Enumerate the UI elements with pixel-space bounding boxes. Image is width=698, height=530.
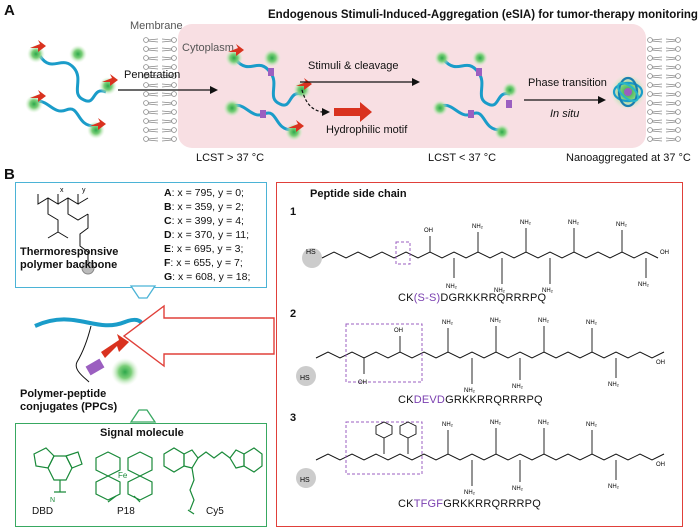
peptide-box [276, 182, 683, 527]
nh2-label: NH₂ [538, 420, 550, 426]
state2-label: LCST < 37 °C [428, 152, 497, 164]
polymer-backbone-structure: x y [37, 187, 95, 275]
nh2-label: NH₂ [520, 220, 532, 226]
nh2-label: NH₂ [538, 318, 550, 324]
peptide-1-structure: HS NH₂ NH₂ NH₂ NH₂ NH₂ NH₂ NH₂ NH₂ OH OH [302, 220, 669, 294]
peptide-2-structure: HS OH OH NH₂ NH₂ NH₂ NH₂ NH₂ NH₂ NH₂ OH [296, 318, 665, 394]
nh2-label: NH₂ [586, 422, 598, 428]
panel-letter-a: A [4, 2, 15, 19]
nanoaggregate [610, 74, 646, 110]
nh2-label: NH₂ [512, 384, 524, 390]
sh-atom-3: HS [300, 477, 310, 484]
arrow-phase-transition [524, 96, 606, 104]
composition-item: B: x = 359, y = 2; [164, 201, 244, 213]
nh2-label: NH₂ [442, 422, 454, 428]
hydrophilic-label: Hydrophilic motif [326, 124, 408, 136]
released-hydrophilic-motif [301, 89, 372, 122]
panel-a-title: Endogenous Stimuli-Induced-Aggregation (… [268, 9, 698, 21]
sh-atom-2: HS [300, 375, 310, 382]
oh-label: OH [358, 380, 367, 386]
nh2-label: NH₂ [464, 490, 476, 496]
backbone-box [15, 182, 267, 288]
nh2-label: NH₂ [542, 288, 554, 294]
step1-label: Penetration [124, 69, 181, 81]
nh2-label: NH₂ [608, 382, 620, 388]
nh2-label: NH₂ [442, 320, 454, 326]
step3-label: Phase transition [528, 77, 607, 89]
nh2-label: NH₂ [490, 420, 502, 426]
nh2-label: NH₂ [638, 282, 650, 288]
signal-title: Signal molecule [100, 427, 184, 439]
dbd-structure: N [33, 447, 83, 504]
composition-item: G: x = 608, y = 18; [164, 271, 251, 283]
peptide-1-sequence: CK(S-S)DGRKKRRQRRRPQ [398, 292, 547, 304]
oh-label: OH [660, 250, 669, 256]
sh-atom-1: HS [306, 249, 316, 256]
nh2-label: NH₂ [446, 284, 458, 290]
membrane-left [143, 37, 177, 142]
nh2-label: NH₂ [586, 320, 598, 326]
composition-item: E: x = 695, y = 3; [164, 243, 244, 255]
arrow-stimuli-cleavage [300, 78, 420, 86]
composition-item: A: x = 795, y = 0; [164, 187, 244, 199]
ppc-label-2: conjugates (PPCs) [20, 401, 118, 413]
composition-item: F: x = 655, y = 7; [164, 257, 243, 269]
peptide-num-1: 1 [290, 206, 297, 218]
state1-label: LCST > 37 °C [196, 152, 265, 164]
membrane-label: Membrane [130, 20, 183, 32]
backbone-label-1: Thermoresponsive [20, 246, 119, 258]
step3-sub: In situ [550, 108, 580, 120]
oh-label: OH [656, 462, 665, 468]
nh2-label: NH₂ [512, 486, 524, 492]
peptide-3-sequence: CKTFGFGRKKRRQRRRPQ [398, 498, 541, 510]
peptide-pointer-arrow [122, 304, 275, 368]
peptide-2-sequence: CKDEVDGRKKRRQRRRPQ [398, 394, 543, 406]
peptide-title: Peptide side chain [310, 188, 407, 200]
nh2-label: NH₂ [616, 222, 628, 228]
svg-text:N: N [50, 497, 55, 504]
polymer-cleaved [432, 50, 518, 140]
step2-label: Stimuli & cleavage [308, 60, 399, 72]
arrow-penetration [118, 86, 218, 94]
signal-label-p18: P18 [117, 506, 135, 517]
peptide-num-3: 3 [290, 412, 297, 424]
peptide-3-structure: HS NH₂ NH₂ NH₂ NH₂ NH₂ NH₂ NH₂ OH [296, 420, 665, 496]
oh-label: OH [394, 328, 403, 334]
cy5-structure [163, 447, 263, 515]
ppc-conjugate-illustration [34, 285, 157, 423]
signal-label-cy5: Cy5 [206, 506, 224, 517]
nh2-label: NH₂ [472, 224, 484, 230]
p18-structure: Fe [95, 451, 153, 503]
ppc-label-1: Polymer-peptide [20, 388, 107, 400]
nh2-label: NH₂ [464, 388, 476, 394]
backbone-label-2: polymer backbone [20, 259, 118, 271]
monomer-y: y [82, 187, 86, 194]
cytoplasm-label: Cytoplasm [182, 42, 234, 54]
oh-label: OH [656, 360, 665, 366]
signal-label-dbd: DBD [32, 506, 54, 517]
nh2-label: NH₂ [490, 318, 502, 324]
nh2-label: NH₂ [608, 484, 620, 490]
composition-list: A: x = 795, y = 0; B: x = 359, y = 2; C:… [164, 186, 250, 284]
nh2-label: NH₂ [494, 288, 506, 294]
oh-label: OH [424, 228, 433, 234]
polymer-conjugate-free [25, 40, 118, 139]
composition-item: D: x = 370, y = 11; [164, 229, 250, 241]
state3-label: Nanoaggregated at 37 °C [566, 152, 691, 164]
peptide-num-2: 2 [290, 308, 297, 320]
panel-letter-b: B [4, 166, 15, 183]
monomer-x: x [60, 187, 64, 194]
nh2-label: NH₂ [568, 220, 580, 226]
membrane-right [647, 37, 681, 142]
composition-item: C: x = 399, y = 4; [164, 215, 244, 227]
fe-atom: Fe [118, 471, 128, 480]
